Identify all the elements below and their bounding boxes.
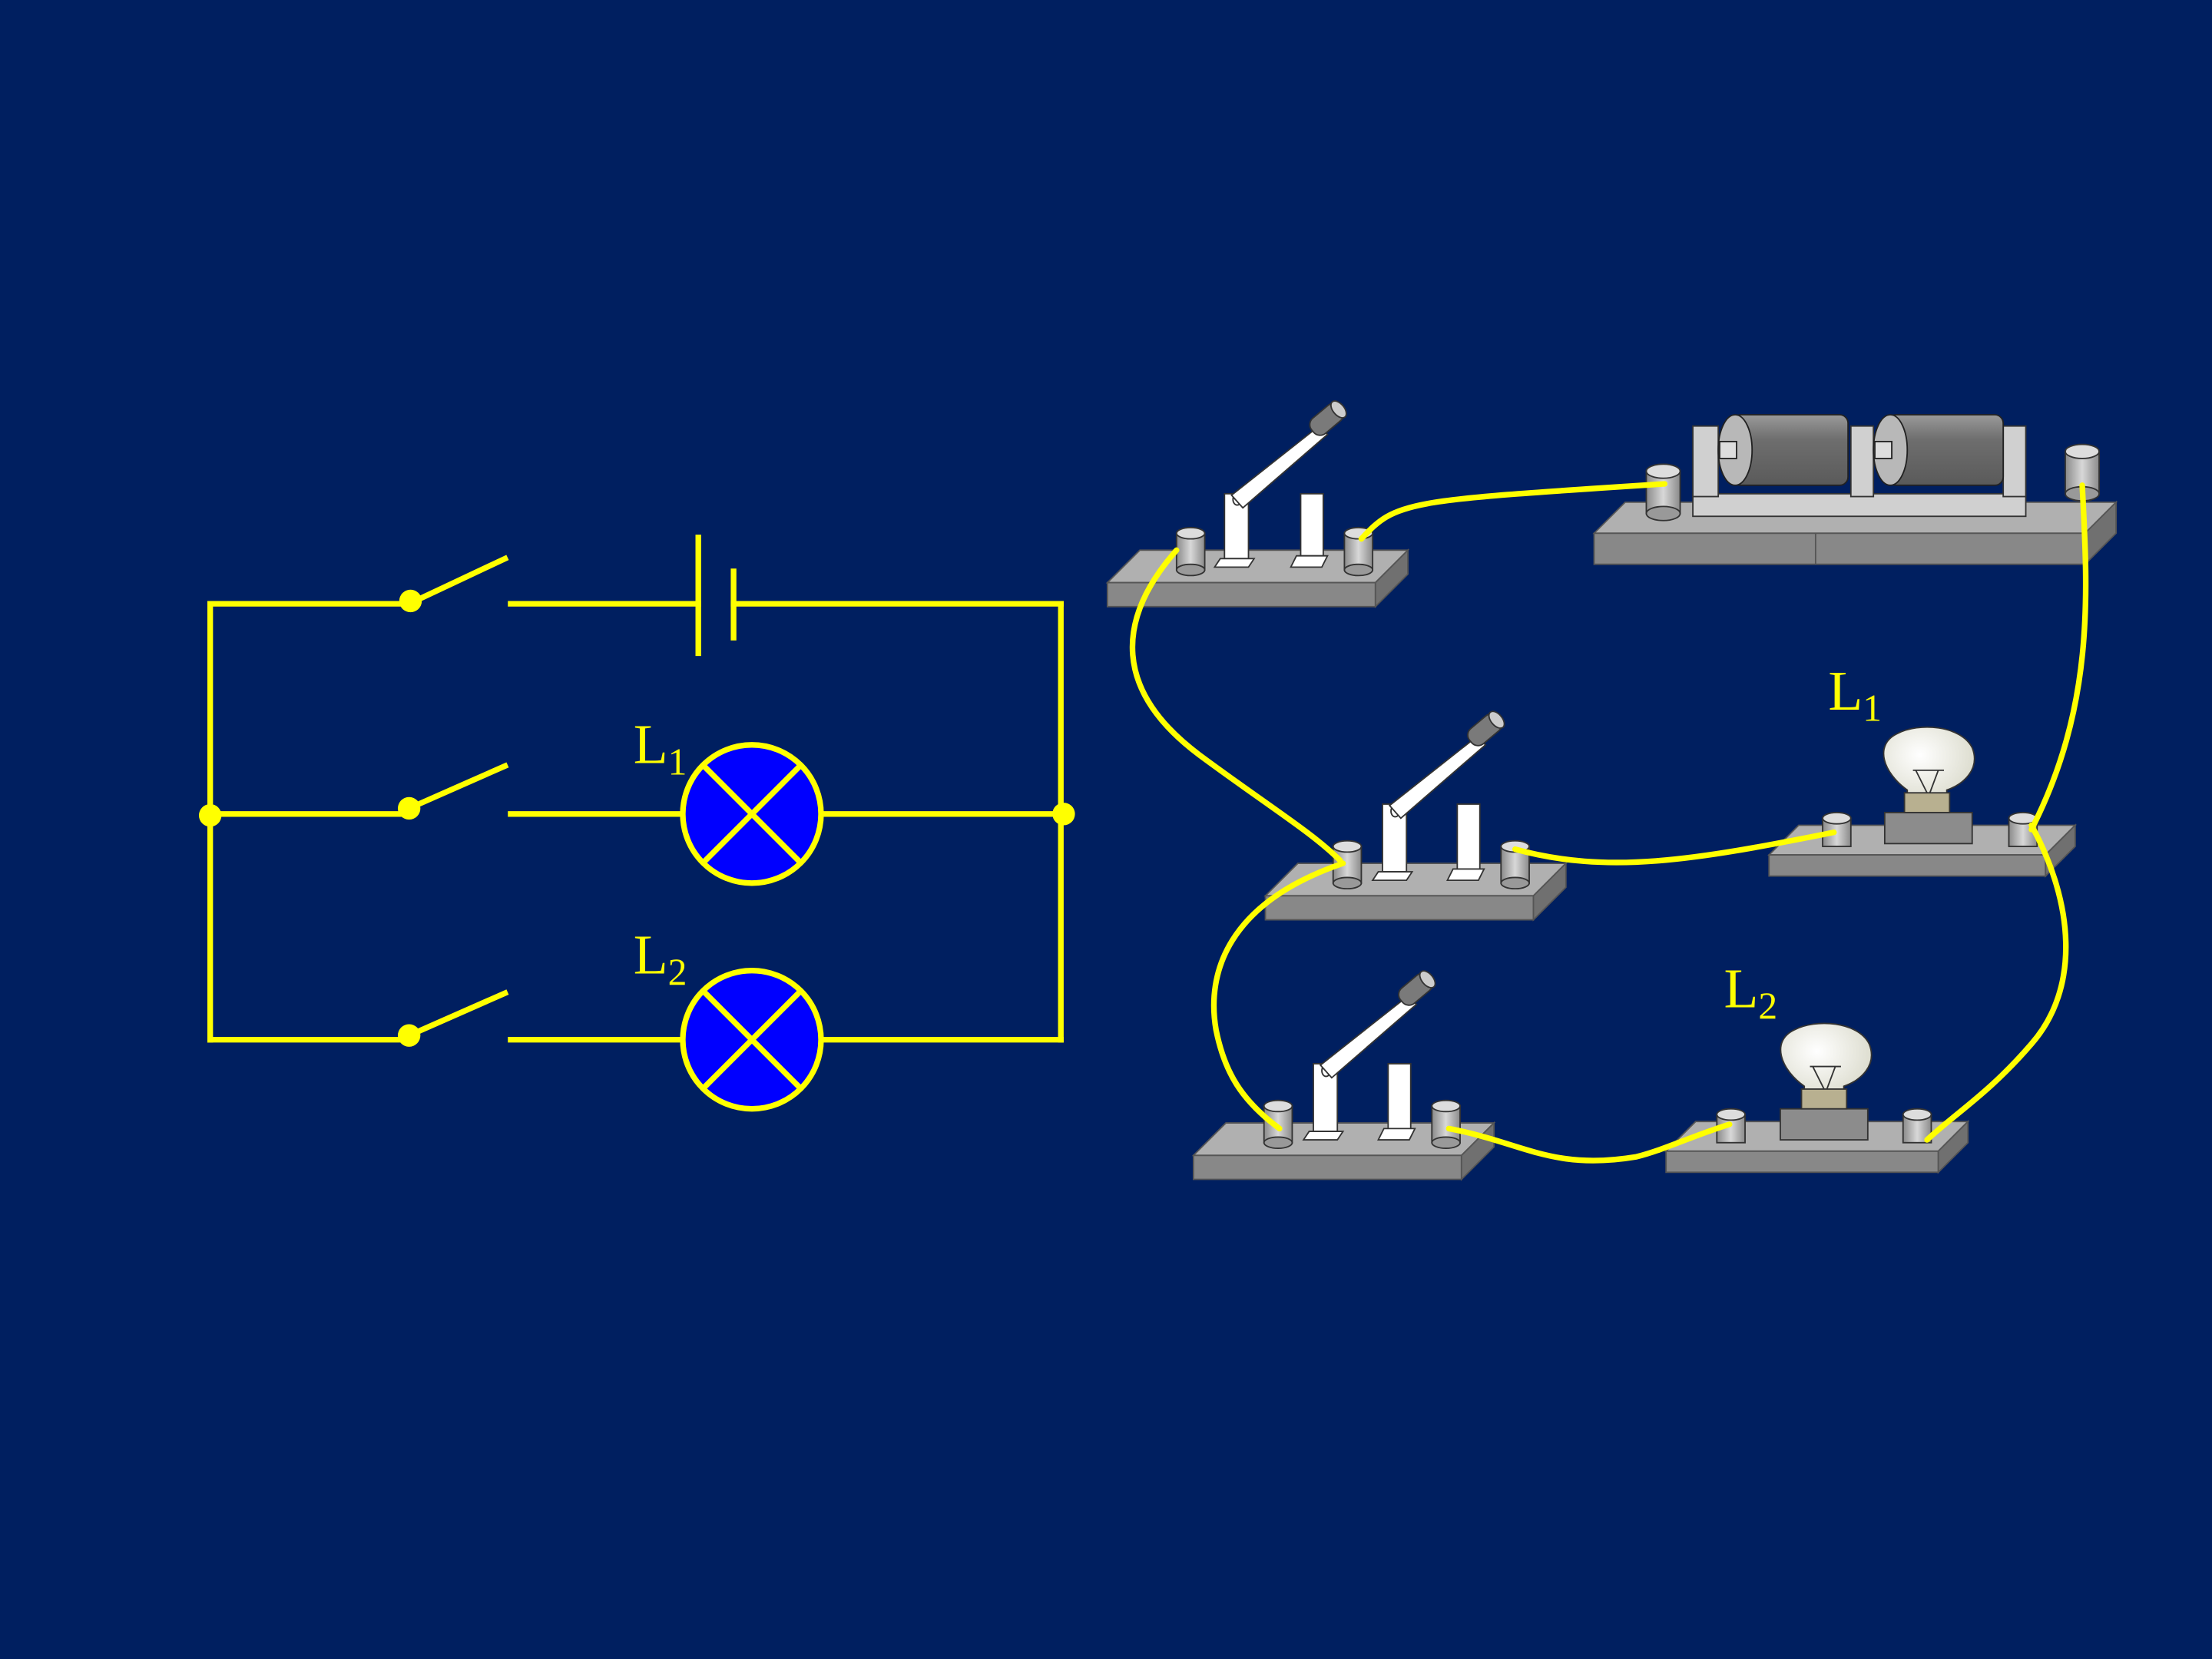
light-bulb-icon [1883, 726, 1975, 813]
wire [1129, 547, 1343, 864]
knife-switch-middle [1263, 710, 1568, 922]
schematic [207, 535, 1064, 1043]
switch-bottom-pivot [397, 1024, 421, 1047]
junction-dots [198, 589, 1075, 1047]
terminal [1822, 812, 1852, 847]
switch-top-blade [405, 555, 509, 608]
switch-middle-blade [405, 762, 509, 813]
schematic-label-l1: L1 [634, 714, 687, 783]
terminal [1343, 527, 1374, 577]
battery-cell [1717, 414, 1849, 486]
lamp-l2-symbol [680, 968, 824, 1112]
switch-bottom-blade [405, 989, 509, 1040]
junction-right [1052, 803, 1075, 826]
wire [1210, 860, 1346, 1132]
terminal [1645, 463, 1681, 522]
branch-battery [207, 535, 1064, 657]
battery-holder [1592, 414, 2118, 566]
bulb-holder-l2 [1664, 1022, 1970, 1174]
junction-left [198, 803, 222, 827]
physical-label-l1: L1 [1828, 660, 1882, 730]
lamp-l1-symbol [680, 742, 824, 886]
wire [1512, 830, 1837, 866]
switch-top-pivot [399, 589, 422, 613]
battery-cell [1873, 414, 2005, 486]
knife-switch-top [1105, 400, 1410, 609]
wire [1924, 822, 2069, 1143]
knife-switch-bottom [1191, 970, 1496, 1181]
wire [1358, 481, 1668, 542]
branch-lamp2 [207, 989, 1064, 1043]
branch-lamp1 [207, 762, 1064, 817]
light-bulb-icon [1780, 1022, 1873, 1110]
wire [2028, 482, 2089, 833]
physical-wires [1129, 481, 2089, 1164]
terminal [1431, 1099, 1461, 1150]
bulb-holder-l1 [1767, 726, 2078, 878]
switch-middle-pivot [397, 796, 421, 820]
schematic-label-l2: L2 [634, 923, 687, 993]
physical-label-l2: L2 [1724, 957, 1777, 1027]
wire [1445, 1121, 1733, 1164]
terminal [1175, 527, 1206, 577]
terminal [2065, 443, 2100, 502]
